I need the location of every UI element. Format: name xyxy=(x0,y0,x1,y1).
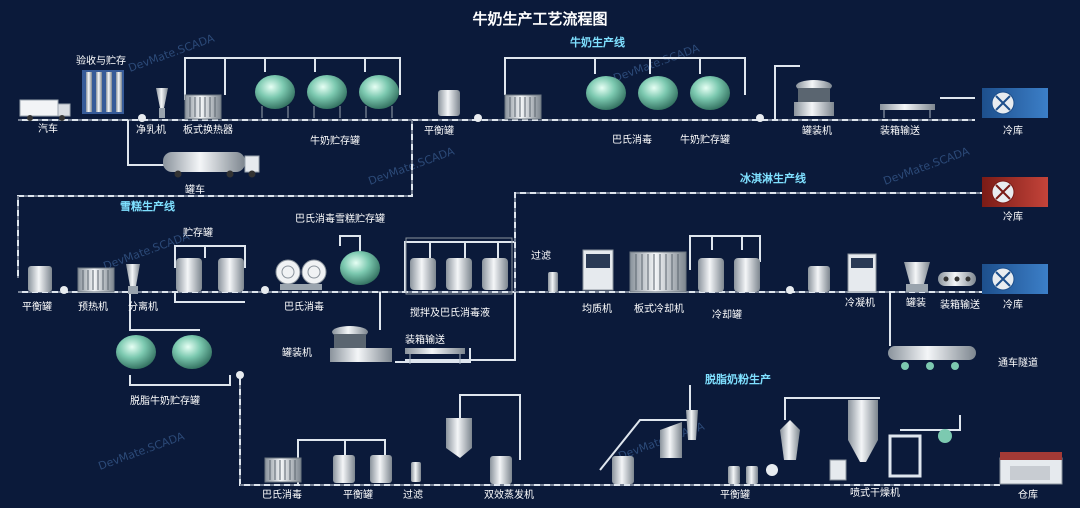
balance-tank-ice xyxy=(808,266,830,292)
balance-tank-1 xyxy=(438,90,460,116)
label-mixing: 搅拌及巴氏消毒液 xyxy=(410,306,490,319)
label-cold3: 冷库 xyxy=(1003,298,1023,311)
cold-store-2 xyxy=(982,177,1048,207)
label-milk-storage2: 牛奶贮存罐 xyxy=(680,133,730,146)
label-milk-storage1: 牛奶贮存罐 xyxy=(310,134,360,147)
label-truck: 汽车 xyxy=(38,122,58,135)
preheater xyxy=(77,267,115,293)
plate-heat-exchanger xyxy=(184,94,222,120)
label-plate-cooler: 板式冷却机 xyxy=(634,302,684,315)
pasteurizer-2 xyxy=(275,259,327,290)
separator xyxy=(126,264,140,294)
label-conveyor2: 装箱输送 xyxy=(405,333,445,346)
conveyor-2 xyxy=(405,348,465,364)
tanker-truck xyxy=(163,152,260,178)
label-filter1: 过滤 xyxy=(531,249,551,262)
balance-tank-2 xyxy=(28,266,52,292)
label-evaporator: 双效蒸发机 xyxy=(484,488,534,501)
pasteurizer-1 xyxy=(504,94,542,120)
label-cool-tank: 冷却罐 xyxy=(712,308,742,321)
section-label-powder: 脱脂奶粉生产 xyxy=(705,372,771,386)
milk-storage-tanks-1 xyxy=(255,75,399,118)
label-conveyor3: 装箱输送 xyxy=(940,298,980,311)
watermark: DevMate.SCADA xyxy=(97,429,187,472)
label-plate-hx: 板式换热器 xyxy=(183,123,233,136)
canning-machine xyxy=(904,262,930,292)
double-effect-evaporator xyxy=(446,410,698,484)
filling-machine-1 xyxy=(794,80,834,116)
tunnel xyxy=(888,330,976,370)
label-canning: 罐装 xyxy=(906,296,926,309)
page-title: 牛奶生产工艺流程图 xyxy=(472,10,607,28)
filling-machine-2 xyxy=(330,326,392,362)
pump-icon xyxy=(756,114,764,122)
label-cold1: 冷库 xyxy=(1003,124,1023,137)
label-purifier: 净乳机 xyxy=(136,123,166,136)
pump-icon xyxy=(138,114,146,122)
mixing-tanks xyxy=(405,237,513,295)
plate-cooler xyxy=(629,251,687,293)
watermark: DevMate.SCADA xyxy=(127,31,217,74)
label-condenser: 冷凝机 xyxy=(845,296,875,309)
label-filter2: 过滤 xyxy=(403,488,423,501)
label-homogenizer: 均质机 xyxy=(582,302,612,315)
label-balance2: 平衡罐 xyxy=(22,300,52,313)
purifier xyxy=(156,88,168,118)
spray-dryer xyxy=(780,400,952,481)
label-separator: 分离机 xyxy=(128,300,158,313)
label-tanker: 罐车 xyxy=(185,183,205,196)
pump-icon xyxy=(786,286,794,294)
pump-icon xyxy=(236,371,244,379)
cooling-tanks xyxy=(698,258,760,292)
balance-tanks-3 xyxy=(333,455,392,483)
filter-2 xyxy=(411,462,421,482)
skim-milk-tanks xyxy=(116,335,212,369)
label-preheat: 预热机 xyxy=(78,300,108,313)
label-skim-storage: 脱脂牛奶贮存罐 xyxy=(130,394,200,407)
balance-tanks-4 xyxy=(728,464,778,484)
pasteurizer-3 xyxy=(264,457,302,483)
label-warehouse: 仓库 xyxy=(1018,488,1038,501)
label-conveyor1: 装箱输送 xyxy=(880,124,920,137)
label-filler2: 罐装机 xyxy=(282,346,312,359)
watermark: DevMate.SCADA xyxy=(882,144,972,187)
label-storage-tank: 贮存罐 xyxy=(183,226,213,239)
label-pasteur3: 巴氏消毒 xyxy=(262,488,302,501)
condenser xyxy=(847,253,877,293)
label-filler1: 罐装机 xyxy=(802,124,832,137)
storage-tanks xyxy=(176,258,244,292)
label-receive: 验收与贮存 xyxy=(76,54,126,67)
label-tunnel: 通车隧道 xyxy=(998,356,1038,369)
section-label-ice: 冰淇淋生产线 xyxy=(740,171,806,185)
homogenizer xyxy=(582,249,614,291)
label-cold2: 冷库 xyxy=(1003,210,1023,223)
label-pasteur1: 巴氏消毒 xyxy=(612,133,652,146)
cold-store-1 xyxy=(982,88,1048,118)
label-cake-storage: 巴氏消毒雪糕贮存罐 xyxy=(295,212,385,225)
label-balance4: 平衡罐 xyxy=(720,488,750,501)
milk-storage-tanks-2 xyxy=(586,76,730,110)
cold-store-3 xyxy=(982,264,1048,294)
label-balance3: 平衡罐 xyxy=(343,488,373,501)
cake-storage-tank xyxy=(340,251,380,285)
conveyor-1 xyxy=(880,97,975,118)
filter-1 xyxy=(548,272,558,292)
receive-storage-unit xyxy=(82,70,124,114)
section-label-cake: 雪糕生产线 xyxy=(120,199,175,213)
label-pasteur2: 巴氏消毒 xyxy=(284,300,324,313)
pump-icon xyxy=(474,114,482,122)
pump-icon xyxy=(261,286,269,294)
truck xyxy=(19,99,71,121)
pump-icon xyxy=(60,286,68,294)
conveyor-3 xyxy=(938,272,976,286)
label-spray-dryer: 喷式干燥机 xyxy=(850,486,900,499)
section-label-milk: 牛奶生产线 xyxy=(570,35,625,49)
warehouse xyxy=(999,452,1063,485)
label-balance1: 平衡罐 xyxy=(424,124,454,137)
